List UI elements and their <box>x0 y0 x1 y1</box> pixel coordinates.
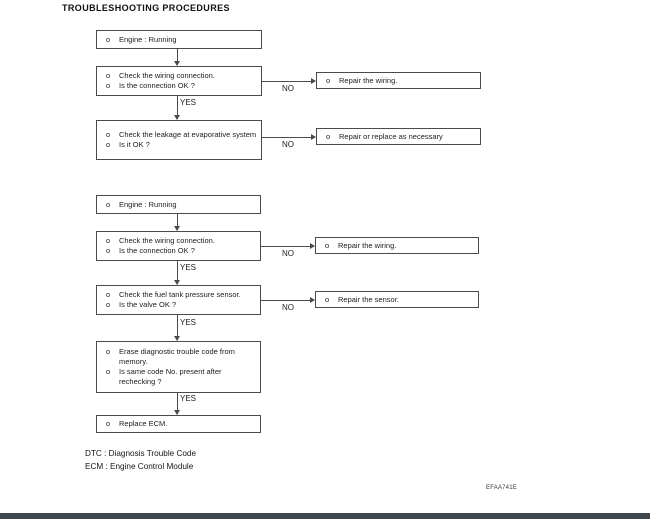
no-label: NO <box>282 303 294 312</box>
bullet-marker: o <box>106 290 111 299</box>
arrow-down-connector <box>174 96 180 120</box>
checklist-item: o Is same code No. present after recheck… <box>105 367 257 387</box>
step-text: Is the valve OK ? <box>119 300 177 309</box>
arrow-down-connector <box>174 261 180 285</box>
yes-label: YES <box>180 263 197 272</box>
bullet-marker: o <box>106 246 111 255</box>
abbreviation-notes: DTC : Diagnosis Trouble Code ECM : Engin… <box>85 447 196 473</box>
no-label: NO <box>282 249 294 258</box>
checklist-item: o Engine : Running <box>105 35 258 45</box>
bullet-marker: o <box>106 419 111 428</box>
step-text: Repair the wiring. <box>339 75 398 85</box>
step-text: Is the connection OK ? <box>119 81 195 90</box>
flow2-step3-no-box: o Repair the sensor. <box>315 291 479 308</box>
checklist-item: o Is the connection OK ? <box>105 81 258 91</box>
no-label: NO <box>282 84 294 93</box>
arrow-down-connector <box>174 315 180 341</box>
checklist-item: o Is it OK ? <box>105 140 258 150</box>
bullet-marker: o <box>106 199 111 209</box>
bullet-marker: o <box>106 34 111 44</box>
bullet-marker: o <box>106 81 111 90</box>
arrow-right-connector <box>262 134 316 140</box>
flow1-step1-box: o Engine : Running <box>96 30 262 49</box>
flow2-step1-box: o Engine : Running <box>96 195 261 214</box>
step-text: Engine : Running <box>119 199 177 209</box>
arrow-down-connector <box>174 49 180 66</box>
bullet-marker: o <box>326 75 331 85</box>
flow1-step2-box: o Check the wiring connection. o Is the … <box>96 66 262 96</box>
flow2-step5-box: o Replace ECM. <box>96 415 261 433</box>
step-text: Erase diagnostic trouble code from memor… <box>119 347 235 366</box>
no-label: NO <box>282 140 294 149</box>
arrow-down-connector <box>174 393 180 415</box>
bullet-marker: o <box>106 367 111 376</box>
bullet-marker: o <box>325 294 330 304</box>
bullet-marker: o <box>106 140 111 149</box>
checklist-item: o Check the leakage at evaporative syste… <box>105 130 258 140</box>
checklist-item: o Erase diagnostic trouble code from mem… <box>105 347 257 367</box>
step-text: Is the connection OK ? <box>119 246 195 255</box>
checklist-item: o Repair the wiring. <box>325 76 477 86</box>
bullet-marker: o <box>106 130 111 139</box>
step-text: Engine : Running <box>119 34 177 44</box>
footnote-ecm: ECM : Engine Control Module <box>85 462 194 471</box>
step-text: Check the fuel tank pressure sensor. <box>119 290 241 299</box>
page-title: TROUBLESHOOTING PROCEDURES <box>62 3 230 13</box>
checklist-item: o Repair the wiring. <box>324 241 475 251</box>
footnote-dtc: DTC : Diagnosis Trouble Code <box>85 449 197 458</box>
step-text: Repair or replace as necessary <box>339 131 443 141</box>
checklist-item: o Repair or replace as necessary <box>325 132 477 142</box>
step-text: Repair the wiring. <box>338 240 397 250</box>
checklist-item: o Check the fuel tank pressure sensor. <box>105 290 257 300</box>
flow2-step4-box: o Erase diagnostic trouble code from mem… <box>96 341 261 393</box>
checklist-item: o Is the connection OK ? <box>105 246 257 256</box>
bullet-marker: o <box>326 131 331 141</box>
flow1-step3-no-box: o Repair or replace as necessary <box>316 128 481 145</box>
yes-label: YES <box>180 394 197 403</box>
step-text: Check the wiring connection. <box>119 71 215 80</box>
checklist-item: o Is the valve OK ? <box>105 300 257 310</box>
checklist-item: o Check the wiring connection. <box>105 236 257 246</box>
flow1-step3-box: o Check the leakage at evaporative syste… <box>96 120 262 160</box>
arrow-down-connector <box>174 214 180 231</box>
bullet-marker: o <box>106 347 111 356</box>
checklist-item: o Check the wiring connection. <box>105 71 258 81</box>
checklist-item: o Repair the sensor. <box>324 295 475 305</box>
step-text: Is same code No. present after recheckin… <box>119 367 222 386</box>
flow2-step2-no-box: o Repair the wiring. <box>315 237 479 254</box>
yes-label: YES <box>180 98 197 107</box>
arrow-right-connector <box>261 297 315 303</box>
bullet-marker: o <box>325 240 330 250</box>
step-text: Repair the sensor. <box>338 294 399 304</box>
step-text: Check the leakage at evaporative system <box>119 130 257 139</box>
step-text: Replace ECM. <box>119 419 168 428</box>
bullet-marker: o <box>106 71 111 80</box>
flow1-step2-no-box: o Repair the wiring. <box>316 72 481 89</box>
checklist-item: o Engine : Running <box>105 200 257 210</box>
figure-code: EFAA741E <box>486 485 517 491</box>
page-bottom-border <box>0 513 650 519</box>
arrow-right-connector <box>261 243 315 249</box>
checklist-item: o Replace ECM. <box>105 419 257 429</box>
arrow-right-connector <box>262 78 316 84</box>
step-text: Is it OK ? <box>119 140 150 149</box>
bullet-marker: o <box>106 236 111 245</box>
yes-label: YES <box>180 318 197 327</box>
bullet-marker: o <box>106 300 111 309</box>
flow2-step3-box: o Check the fuel tank pressure sensor. o… <box>96 285 261 315</box>
flow2-step2-box: o Check the wiring connection. o Is the … <box>96 231 261 261</box>
step-text: Check the wiring connection. <box>119 236 215 245</box>
